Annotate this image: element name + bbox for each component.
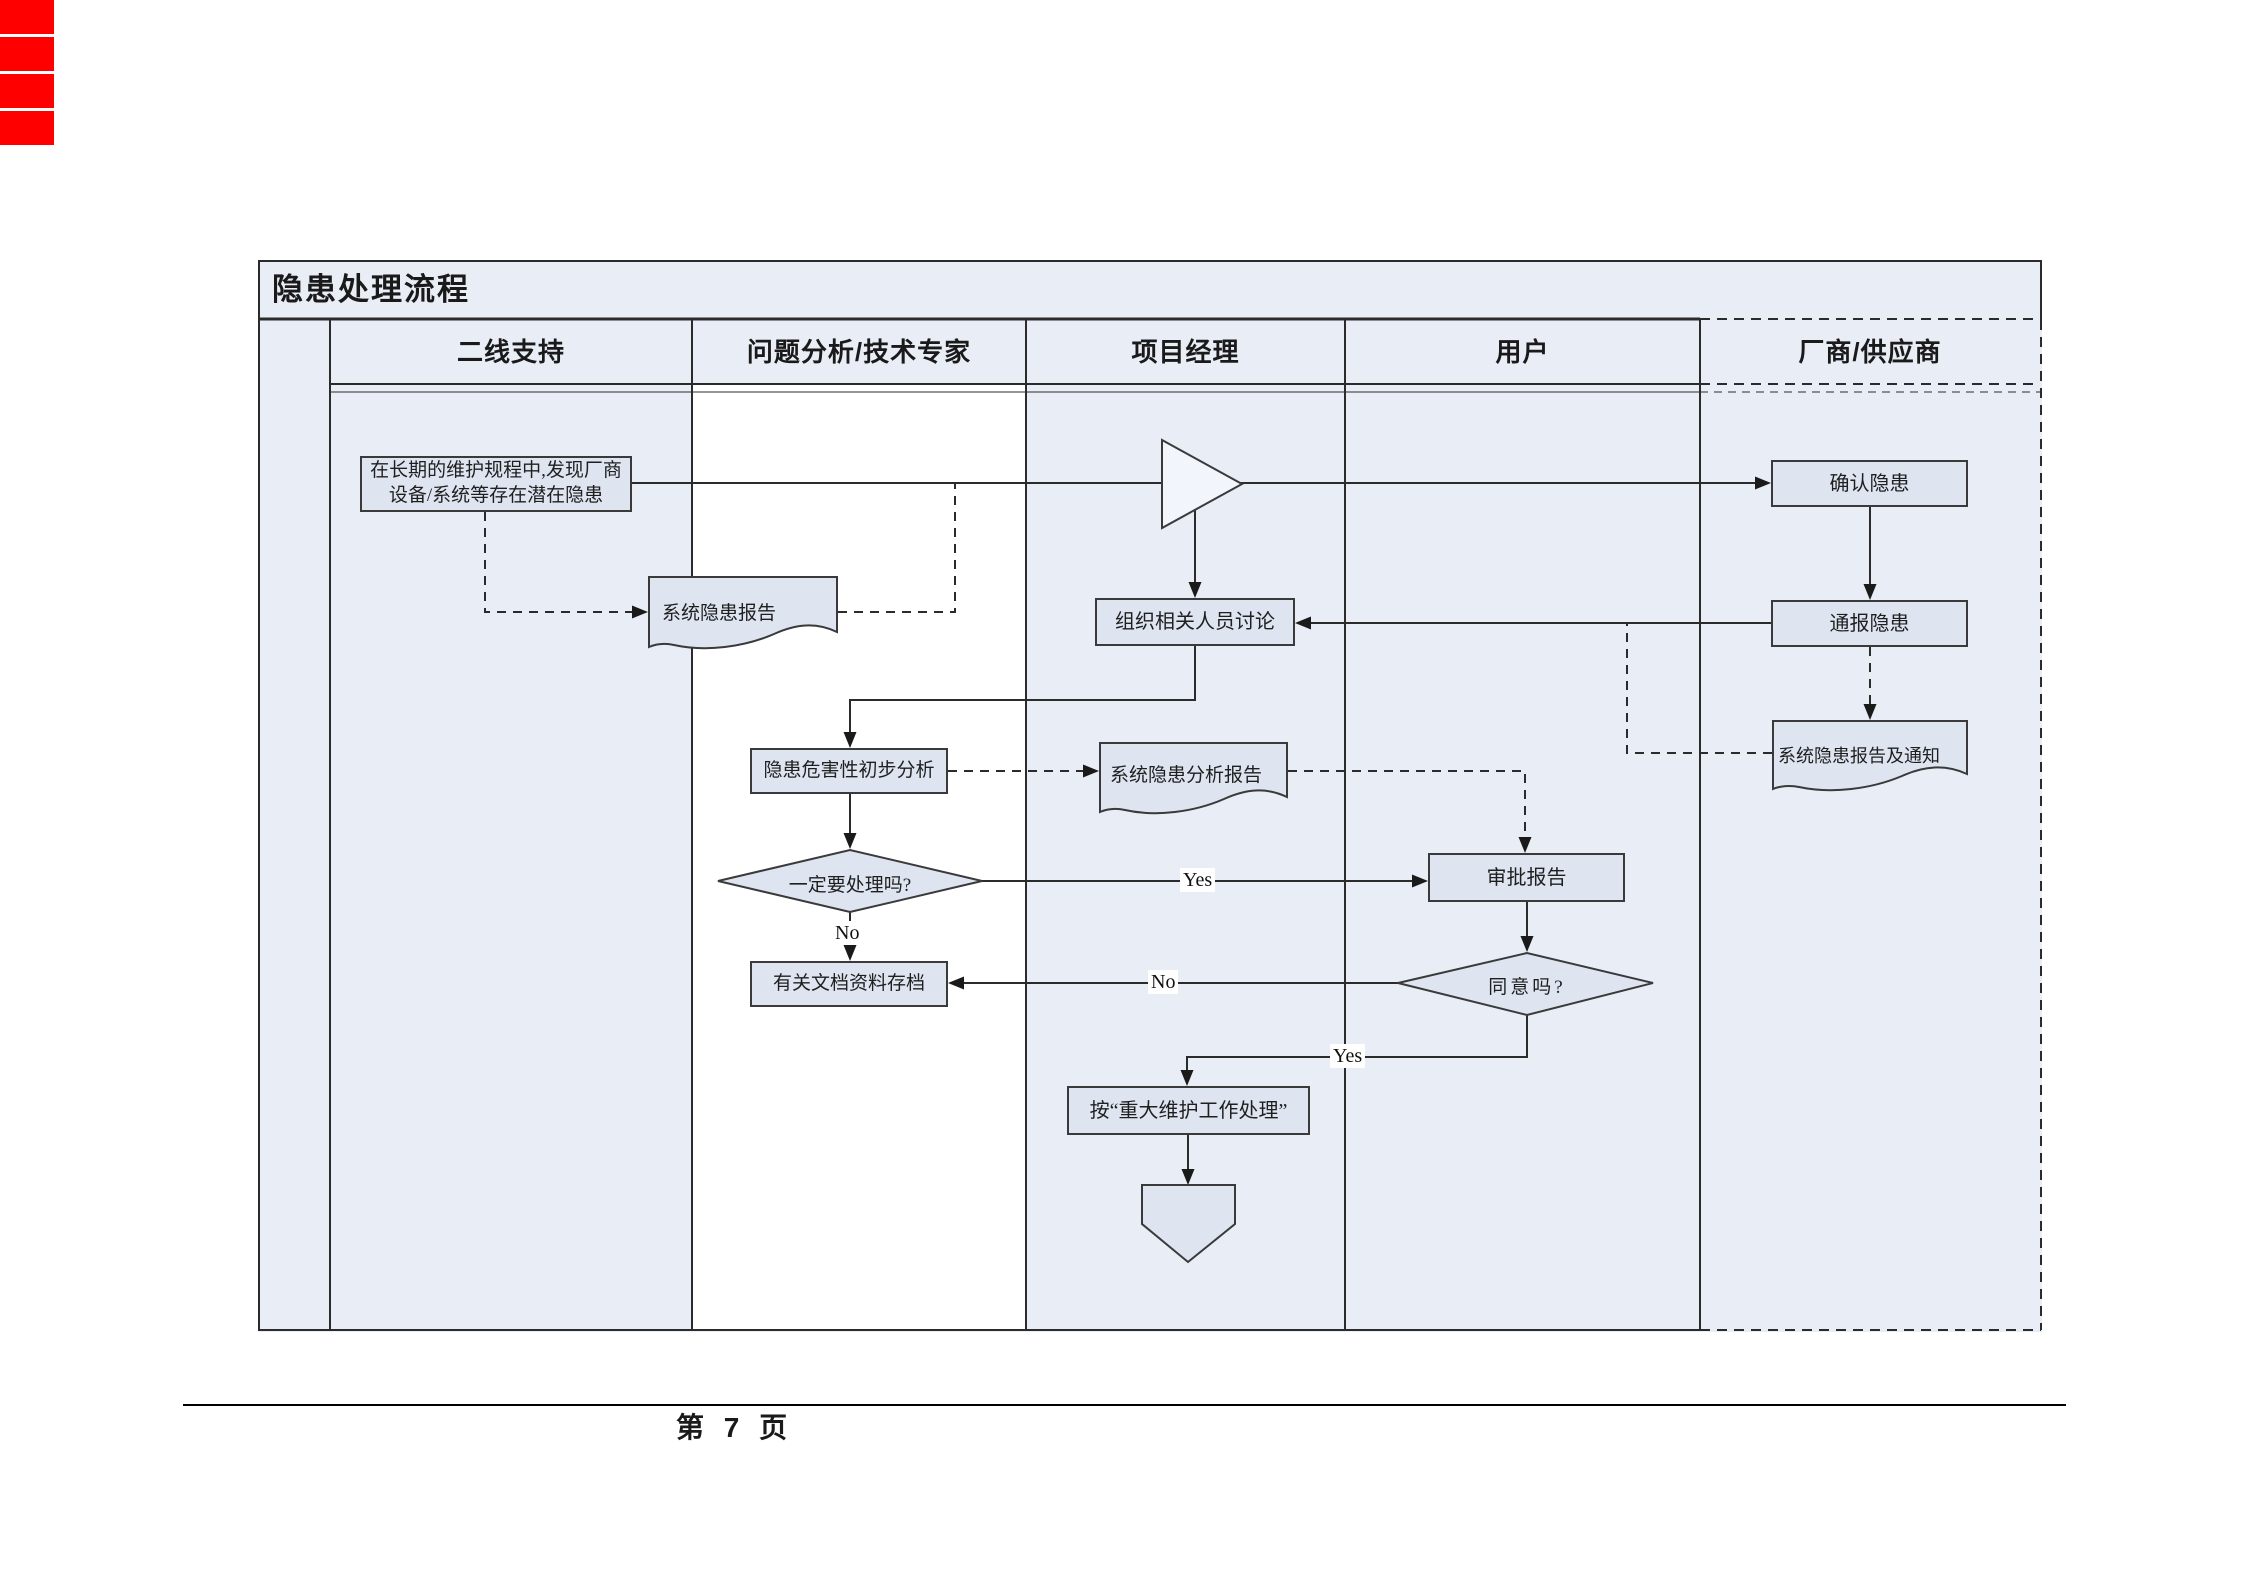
connector-reportdoc-approve [1288,770,1526,839]
node-confirm-hazard: 确认隐患 [1771,460,1968,507]
lane-header-project-manager: 项目经理 [1131,337,1240,367]
swimlane-borders [258,260,2042,1331]
label-must-handle-question: 一定要处理吗? [788,875,912,896]
agree-decision-shape [1397,951,1654,1017]
diagram-title: 隐患处理流程 [272,272,470,307]
node-approve-report: 审批报告 [1428,853,1625,902]
analysis-report-document-shape [1099,742,1288,815]
red-marker [0,37,54,71]
node-discover: 在长期的维护规程中,发现厂商设备/系统等存在潜在隐患 [360,456,632,512]
node-preliminary-analysis: 隐患危害性初步分析 [750,748,948,794]
lane-header-second-line-support: 二线支持 [456,337,565,367]
red-marker [0,74,54,108]
footer-rule [183,1404,2066,1406]
label-analysis-report-doc: 系统隐患分析报告 [1110,765,1263,786]
edge-label-yes-agree: Yes [1330,1044,1366,1068]
edge-label-no-must-handle: No [832,921,863,945]
node-notify-hazard: 通报隐患 [1771,600,1968,647]
start-triangle-shape [1161,438,1245,530]
node-archive-docs: 有关文档资料存档 [750,961,948,1007]
lane-header-user: 用户 [1495,337,1550,367]
report-notice-document-shape [1772,720,1968,792]
arrowheads [632,476,1877,1185]
label-hazard-report-doc: 系统隐患报告 [662,603,777,624]
hazard-report-document-shape [648,576,838,650]
node-major-maintenance: 按“重大维护工作处理” [1067,1086,1310,1135]
edge-label-yes-must-handle: Yes [1180,868,1216,892]
must-handle-decision-shape [717,848,983,914]
red-marker [0,0,54,34]
offpage-connector-shape [1141,1184,1236,1264]
red-marker-strip [0,0,54,148]
connector-report-mainline [838,484,956,613]
lane-header-vendor-supplier: 厂商/供应商 [1798,337,1942,367]
connector-noticedoc-line [1626,624,1772,754]
page-number: 第 7 页 [676,1412,794,1443]
node-organize-discussion: 组织相关人员讨论 [1095,598,1295,646]
edge-label-no-agree: No [1148,970,1179,994]
red-marker [0,111,54,145]
connector-discussion-analysis [849,646,1196,734]
label-report-notice-doc: 系统隐患报告及通知 [1778,746,1940,766]
connector-discover-report [484,512,634,613]
label-agree-question: 同意吗? [1488,977,1566,998]
lane-header-problem-analysis: 问题分析/技术专家 [746,337,972,367]
